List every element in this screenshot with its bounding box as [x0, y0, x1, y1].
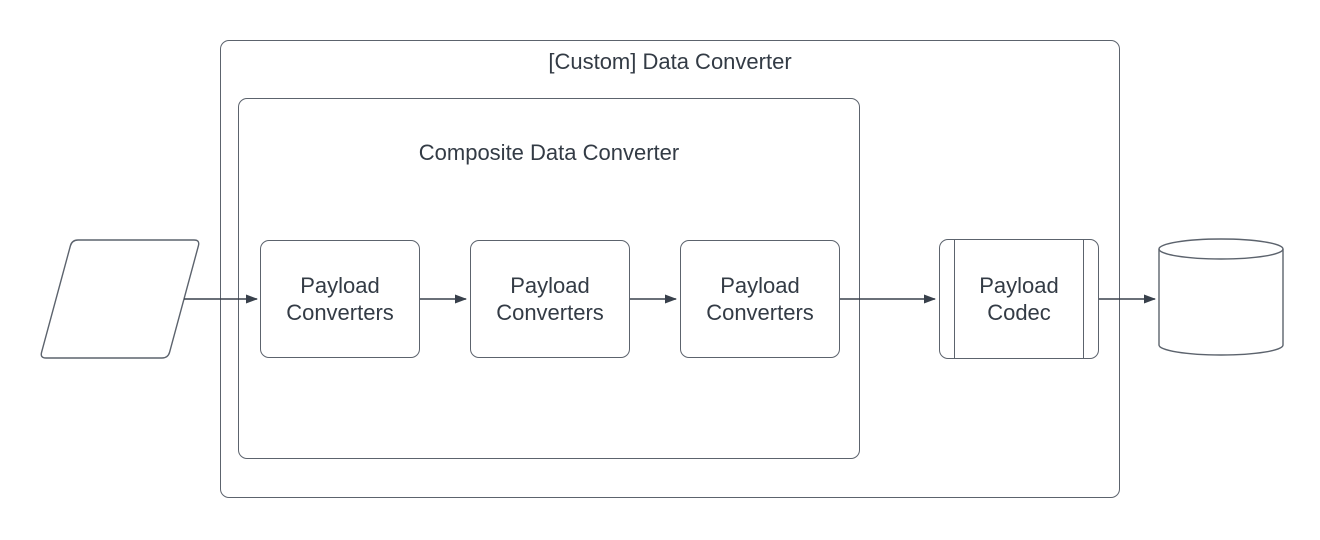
payload-converters-node-3: [680, 240, 840, 358]
payload-converters-node-1: [260, 240, 420, 358]
payload-converters-label-3: Payload Converters: [706, 272, 814, 326]
codec-left-bar: [954, 240, 956, 358]
payload-converters-label-2: Payload Converters: [496, 272, 604, 326]
payload-codec-label: Payload Codec: [979, 272, 1059, 326]
custom-data-converter-title: [Custom] Data Converter: [548, 49, 792, 74]
custom-data-converter-group: [220, 40, 1120, 498]
payload-converters-node-2: [470, 240, 630, 358]
codec-right-bar: [1082, 240, 1084, 358]
input-label: Input: [95, 286, 145, 312]
cluster-storage-label: Cluster Storage: [1182, 273, 1260, 327]
payload-codec-node: [939, 239, 1099, 359]
payload-converters-label-1: Payload Converters: [286, 272, 394, 326]
composite-data-converter-title: Composite Data Converter: [418, 140, 680, 165]
composite-data-converter-group: [238, 98, 860, 459]
